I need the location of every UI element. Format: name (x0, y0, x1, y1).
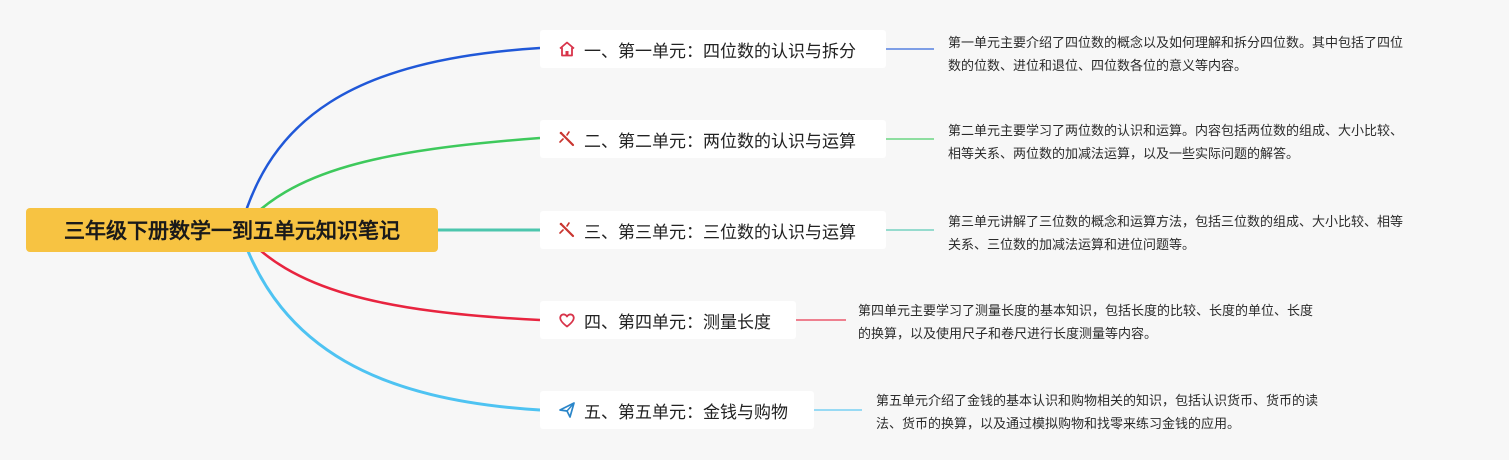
note-unit-2: 第二单元主要学习了两位数的认识和运算。内容包括两位数的组成、大小比较、 相等关系… (948, 120, 1403, 166)
branch-unit-3[interactable]: 三、第三单元：三位数的认识与运算 (540, 211, 886, 249)
note-unit-3-line-2: 关系、三位数的加减法运算和进位问题等。 (948, 238, 1196, 253)
note-unit-1-line-1: 第一单元主要介绍了四位数的概念以及如何理解和拆分四位数。其中包括了四位 (948, 36, 1404, 51)
note-unit-4-line-1: 第四单元主要学习了测量长度的基本知识，包括长度的比较、长度的单位、长度 (858, 304, 1314, 319)
branch-unit-5-label: 五、第五单元：金钱与购物 (584, 402, 788, 423)
root-topic[interactable]: 三年级下册数学一到五单元知识笔记 (26, 208, 438, 252)
home-icon (556, 38, 578, 60)
branch-unit-2-label: 二、第二单元：两位数的认识与运算 (584, 131, 856, 152)
branch-unit-3-label: 三、第三单元：三位数的认识与运算 (584, 222, 856, 243)
branch-unit-1-label: 一、第一单元：四位数的认识与拆分 (584, 41, 856, 62)
note-unit-1: 第一单元主要介绍了四位数的概念以及如何理解和拆分四位数。其中包括了四位 数的位数… (948, 32, 1403, 78)
note-unit-5: 第五单元介绍了金钱的基本认识和购物相关的知识，包括认识货币、货币的读 法、货币的… (876, 390, 1318, 436)
connector-unit-1 (238, 46, 541, 231)
note-unit-2-line-1: 第二单元主要学习了两位数的认识和运算。内容包括两位数的组成、大小比较、 (948, 124, 1404, 139)
send-icon (556, 399, 578, 421)
note-unit-4: 第四单元主要学习了测量长度的基本知识，包括长度的比较、长度的单位、长度 的换算，… (858, 300, 1313, 346)
note-unit-1-line-2: 数的位数、进位和退位、四位数各位的意义等内容。 (948, 59, 1248, 74)
magic-wand-icon (556, 219, 578, 241)
branch-unit-2[interactable]: 二、第二单元：两位数的认识与运算 (540, 120, 886, 158)
branch-unit-4-label: 四、第四单元：测量长度 (584, 312, 771, 333)
magic-wand-icon (556, 128, 578, 150)
note-unit-5-line-2: 法、货币的换算，以及通过模拟购物和找零来练习金钱的应用。 (876, 417, 1241, 432)
note-unit-4-line-2: 的换算，以及使用尺子和卷尺进行长度测量等内容。 (858, 327, 1158, 342)
heart-icon (556, 309, 578, 331)
branch-unit-1[interactable]: 一、第一单元：四位数的认识与拆分 (540, 30, 886, 68)
branch-unit-4[interactable]: 四、第四单元：测量长度 (540, 301, 796, 339)
note-unit-5-line-1: 第五单元介绍了金钱的基本认识和购物相关的知识，包括认识货币、货币的读 (876, 394, 1319, 409)
branch-unit-5[interactable]: 五、第五单元：金钱与购物 (540, 391, 814, 429)
note-unit-2-line-2: 相等关系、两位数的加减法运算，以及一些实际问题的解答。 (948, 147, 1300, 162)
note-unit-3: 第三单元讲解了三位数的概念和运算方法，包括三位数的组成、大小比较、相等 关系、三… (948, 211, 1403, 257)
note-unit-3-line-1: 第三单元讲解了三位数的概念和运算方法，包括三位数的组成、大小比较、相等 (948, 215, 1404, 230)
connector-unit-5 (238, 229, 541, 412)
